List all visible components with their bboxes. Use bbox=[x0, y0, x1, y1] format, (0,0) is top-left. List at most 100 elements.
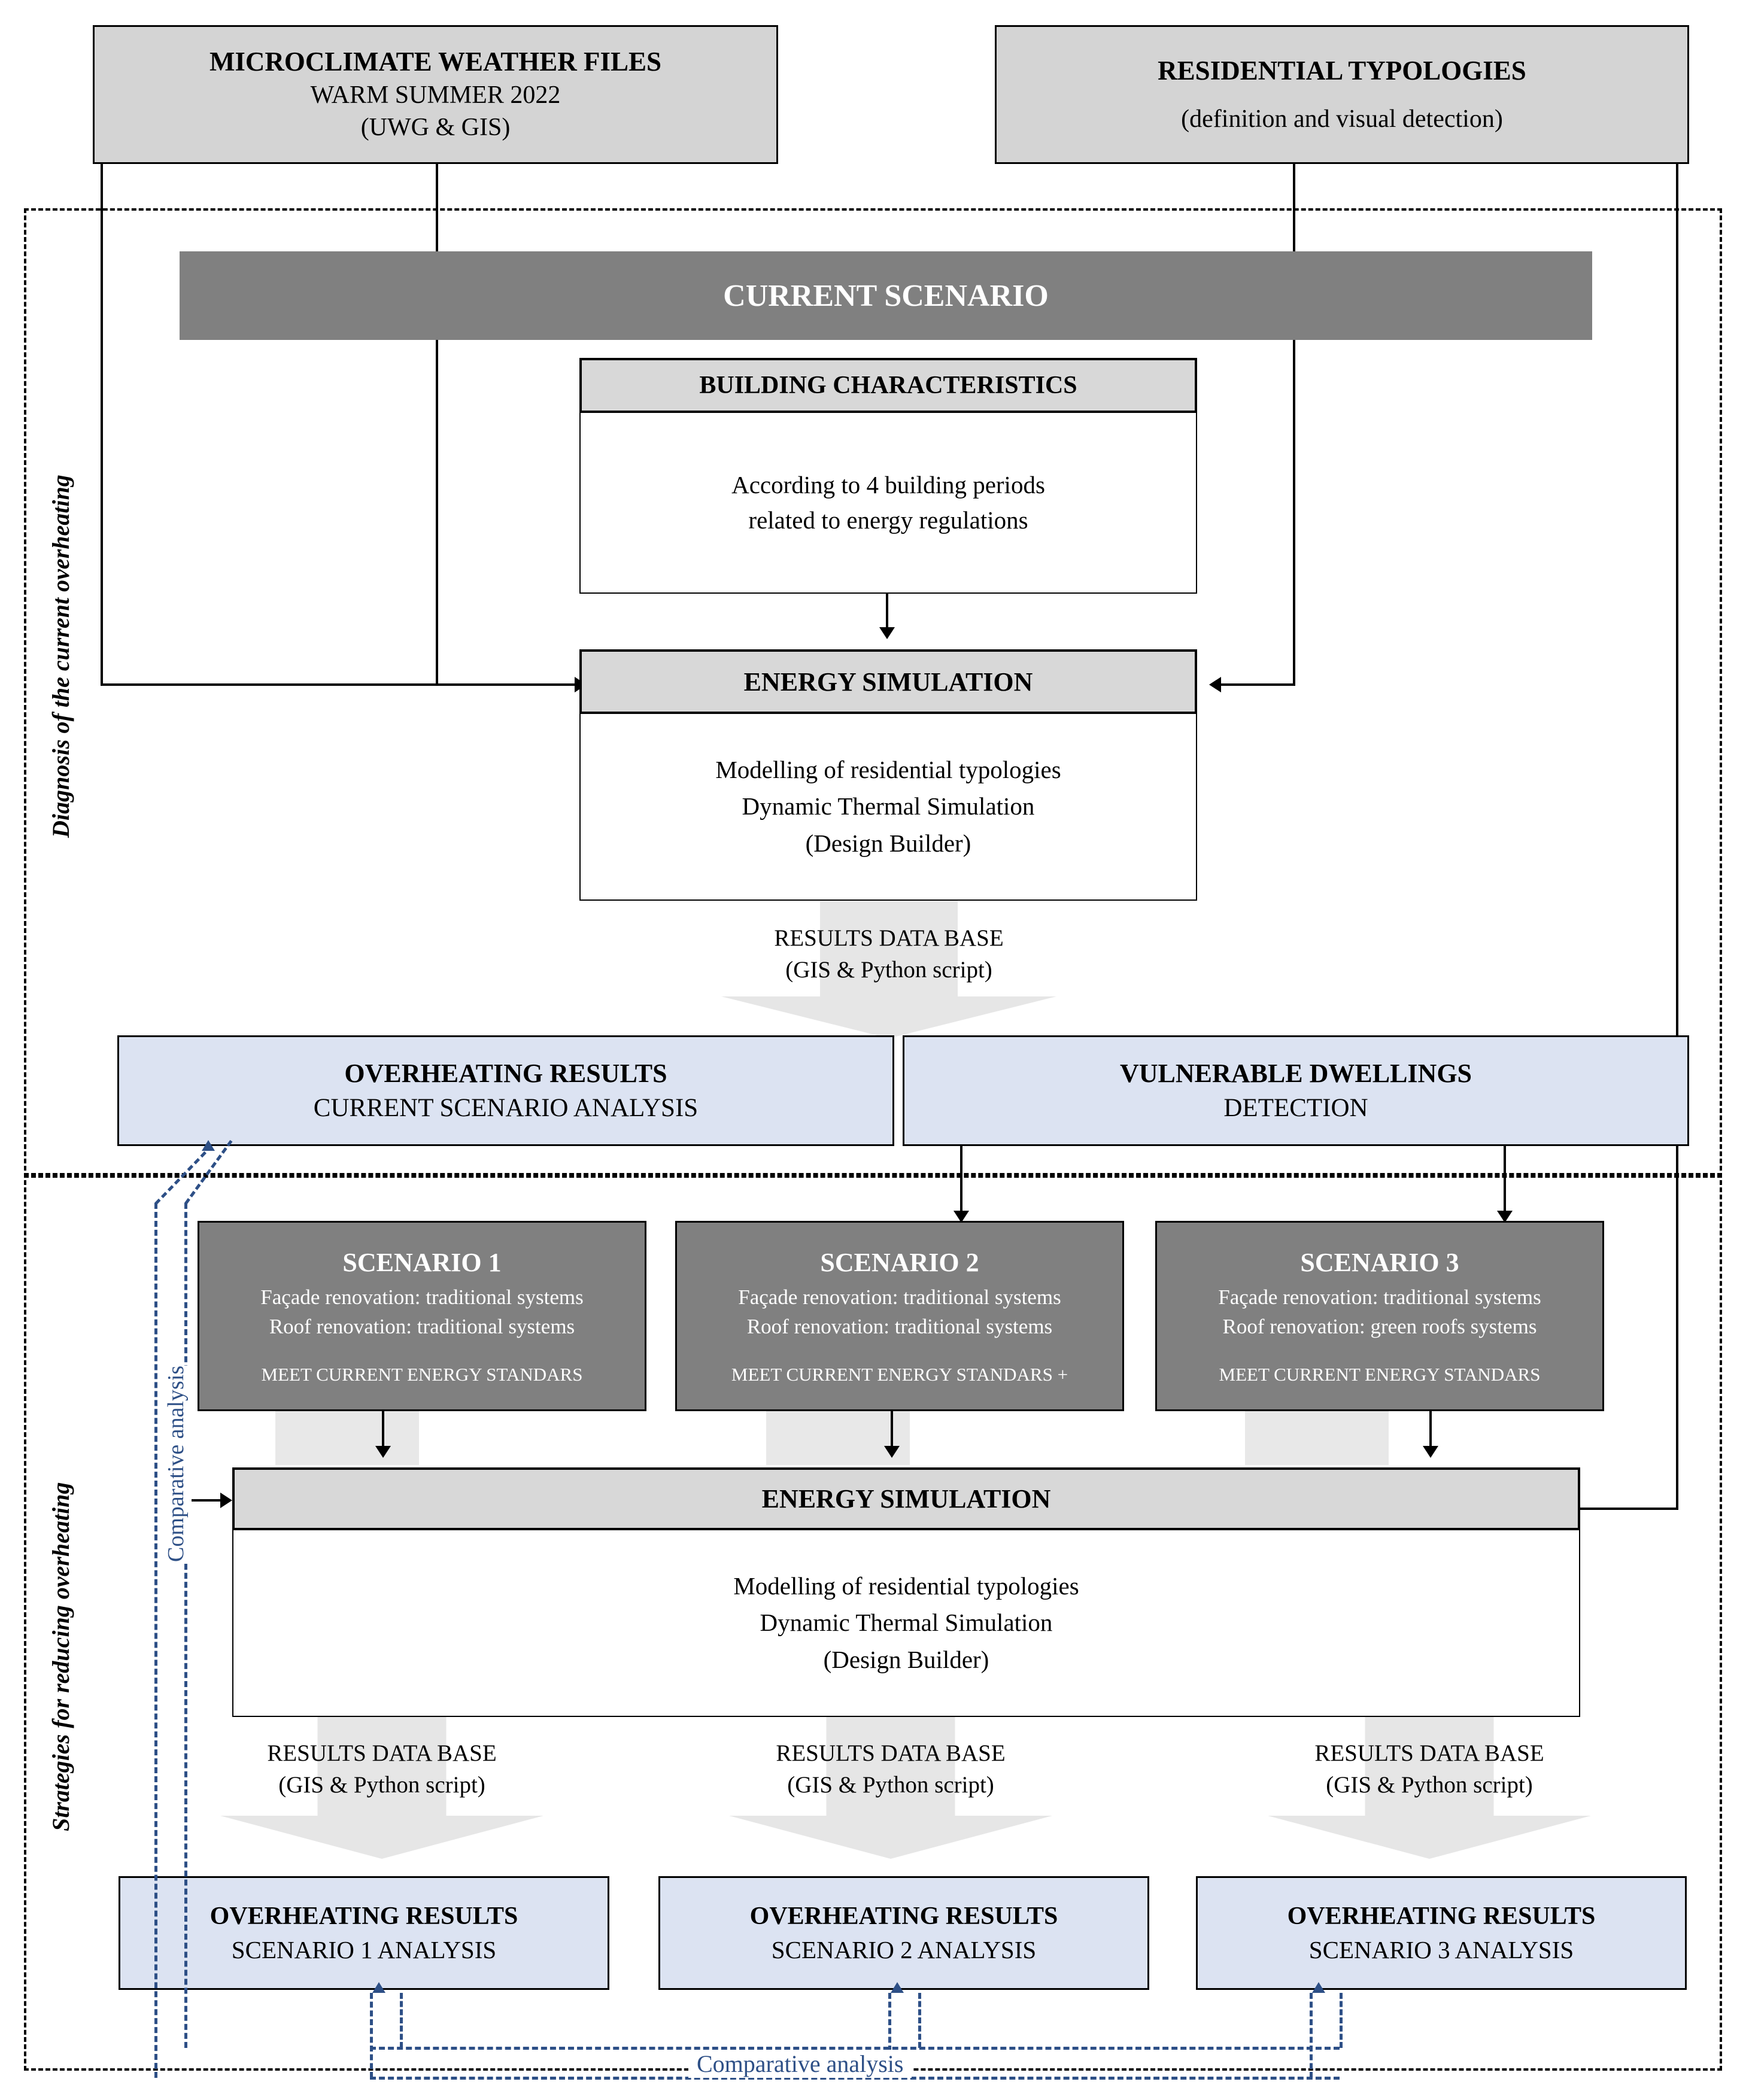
results-db-1-line1: RESULTS DATA BASE bbox=[267, 1740, 497, 1767]
results-db-3-line2: (GIS & Python script) bbox=[1326, 1772, 1533, 1798]
connector-left-rail-to-energysim bbox=[101, 683, 576, 686]
scenario-box-1[interactable]: SCENARIO 1 Façade renovation: traditiona… bbox=[198, 1221, 646, 1411]
energy-sim-top-line3: (Design Builder) bbox=[805, 829, 971, 857]
output-title-scenario-1: OVERHEATING RESULTS bbox=[209, 1902, 518, 1930]
comparative-analysis-vertical-label: Comparative analysis bbox=[160, 1365, 192, 1562]
label-strategies-section: Strategies for reducing overheating bbox=[47, 1482, 74, 1831]
connector-typologies-long-rail-vertical bbox=[1676, 164, 1678, 1508]
scenario-3-line1: Façade renovation: traditional systems bbox=[1218, 1285, 1541, 1309]
section-frame-diagnosis bbox=[24, 208, 1722, 1178]
comparative-riser-scn1-right bbox=[400, 1993, 403, 2048]
results-db-2-line2: (GIS & Python script) bbox=[787, 1772, 994, 1798]
results-db-3-label: RESULTS DATA BASE (GIS & Python script) bbox=[1220, 1731, 1639, 1809]
scenario-1-line2: Roof renovation: traditional systems bbox=[269, 1314, 575, 1338]
output-subtitle-overheating-current: CURRENT SCENARIO ANALYSIS bbox=[313, 1094, 699, 1123]
output-subtitle-vulnerable-dwellings: DETECTION bbox=[1223, 1094, 1368, 1123]
energy-simulation-bottom-header[interactable]: ENERGY SIMULATION bbox=[232, 1467, 1580, 1530]
output-title-scenario-3: OVERHEATING RESULTS bbox=[1287, 1902, 1596, 1930]
current-scenario-bar[interactable]: CURRENT SCENARIO bbox=[180, 251, 1592, 340]
scenario-3-line2: Roof renovation: green roofs systems bbox=[1222, 1314, 1537, 1338]
block-arrow-results-db-3 bbox=[1268, 1717, 1591, 1861]
input-box-microclimate-weather-files[interactable]: MICROCLIMATE WEATHER FILES WARM SUMMER 2… bbox=[93, 25, 778, 164]
comparative-riser-scn2-left bbox=[888, 1993, 891, 2078]
comparative-riser-scn3-left bbox=[1310, 1993, 1313, 2078]
results-db-1-line2: (GIS & Python script) bbox=[278, 1772, 485, 1798]
comparative-riser-scn1-left bbox=[370, 1993, 373, 2078]
block-arrow-results-db-2 bbox=[729, 1717, 1052, 1861]
output-title-overheating-current: OVERHEATING RESULTS bbox=[344, 1058, 667, 1088]
current-scenario-title: CURRENT SCENARIO bbox=[723, 278, 1049, 313]
output-subtitle-scenario-1: SCENARIO 1 ANALYSIS bbox=[231, 1935, 497, 1964]
connector-current-scenario-left-drop bbox=[436, 338, 438, 683]
scenario-2-line2: Roof renovation: traditional systems bbox=[746, 1314, 1053, 1338]
scenario-1-standard: MEET CURRENT ENERGY STANDARS bbox=[261, 1363, 583, 1385]
arrow-scenario3-to-energysim bbox=[1423, 1446, 1438, 1458]
building-characteristics-body: According to 4 building periods related … bbox=[579, 413, 1197, 594]
scenario-box-2[interactable]: SCENARIO 2 Façade renovation: traditiona… bbox=[675, 1221, 1124, 1411]
energy-simulation-top-title: ENERGY SIMULATION bbox=[743, 667, 1033, 697]
output-title-vulnerable-dwellings: VULNERABLE DWELLINGS bbox=[1119, 1058, 1472, 1088]
connector-weather-to-left-rail bbox=[101, 164, 103, 683]
arrow-into-energysim-right bbox=[1209, 677, 1221, 692]
scenario-1-line1: Façade renovation: traditional systems bbox=[260, 1285, 584, 1309]
output-box-overheating-scenario-3[interactable]: OVERHEATING RESULTS SCENARIO 3 ANALYSIS bbox=[1196, 1876, 1687, 1990]
results-db-2-line1: RESULTS DATA BASE bbox=[776, 1740, 1006, 1767]
arrow-scenario2-to-energysim bbox=[884, 1446, 900, 1458]
arrow-buildingchar-to-energysim bbox=[879, 627, 895, 639]
arrow-into-energysim-bottom-left bbox=[220, 1493, 232, 1508]
output-box-overheating-scenario-2[interactable]: OVERHEATING RESULTS SCENARIO 2 ANALYSIS bbox=[658, 1876, 1149, 1990]
results-db-3-line1: RESULTS DATA BASE bbox=[1314, 1740, 1544, 1767]
connector-scenario1-to-energysim bbox=[382, 1411, 384, 1448]
scenario-3-title: SCENARIO 3 bbox=[1300, 1247, 1459, 1277]
building-characteristics-line1: According to 4 building periods bbox=[731, 470, 1045, 499]
connector-typologies-long-rail-horizontal bbox=[1580, 1508, 1678, 1510]
connector-typologies-to-current-scenario bbox=[1293, 164, 1295, 253]
energy-sim-top-line1: Modelling of residential typologies bbox=[715, 755, 1061, 783]
label-diagnosis-section: Diagnosis of the current overheating bbox=[47, 475, 74, 838]
connector-buildingchar-to-energysim bbox=[886, 594, 888, 630]
results-db-top-line1: RESULTS DATA BASE bbox=[774, 925, 1004, 952]
output-box-overheating-scenario-1[interactable]: OVERHEATING RESULTS SCENARIO 1 ANALYSIS bbox=[119, 1876, 609, 1990]
results-db-top-line2: (GIS & Python script) bbox=[785, 957, 992, 983]
input-box-residential-typologies[interactable]: RESIDENTIAL TYPOLOGIES (definition and v… bbox=[995, 25, 1689, 164]
connector-vulnerable-to-scenario3 bbox=[1504, 1146, 1506, 1213]
input-title-microclimate: MICROCLIMATE WEATHER FILES bbox=[209, 47, 662, 77]
comparative-arrow-scn3 bbox=[1312, 1982, 1325, 1993]
scenario-3-standard: MEET CURRENT ENERGY STANDARS bbox=[1219, 1363, 1541, 1385]
energy-sim-bottom-line1: Modelling of residential typologies bbox=[733, 1572, 1079, 1600]
comparative-left-riser-b bbox=[184, 1203, 187, 2048]
scenario-2-line1: Façade renovation: traditional systems bbox=[738, 1285, 1061, 1309]
building-characteristics-header[interactable]: BUILDING CHARACTERISTICS bbox=[579, 358, 1197, 413]
energy-sim-bottom-line2: Dynamic Thermal Simulation bbox=[760, 1609, 1053, 1637]
comparative-arrow-current-scenario bbox=[202, 1140, 215, 1151]
block-arrow-results-db-1 bbox=[220, 1717, 543, 1861]
scenario-box-3[interactable]: SCENARIO 3 Façade renovation: traditiona… bbox=[1155, 1221, 1604, 1411]
energy-simulation-top-header[interactable]: ENERGY SIMULATION bbox=[579, 649, 1197, 714]
energy-simulation-bottom-title: ENERGY SIMULATION bbox=[761, 1484, 1051, 1514]
results-db-1-label: RESULTS DATA BASE (GIS & Python script) bbox=[172, 1731, 591, 1809]
connector-scenario3-to-energysim bbox=[1429, 1411, 1432, 1448]
input-title-typologies: RESIDENTIAL TYPOLOGIES bbox=[1158, 55, 1526, 86]
results-db-2-label: RESULTS DATA BASE (GIS & Python script) bbox=[681, 1731, 1100, 1809]
comparative-riser-scn2-right bbox=[918, 1993, 921, 2048]
energy-simulation-top-body: Modelling of residential typologies Dyna… bbox=[579, 714, 1197, 901]
building-characteristics-line2: related to energy regulations bbox=[748, 506, 1028, 534]
connector-current-scenario-right-drop bbox=[1293, 338, 1295, 683]
output-subtitle-scenario-2: SCENARIO 2 ANALYSIS bbox=[771, 1935, 1037, 1964]
output-title-scenario-2: OVERHEATING RESULTS bbox=[749, 1902, 1058, 1930]
block-arrow-results-db-top bbox=[721, 901, 1056, 1038]
scenario-1-title: SCENARIO 1 bbox=[342, 1247, 502, 1277]
comparative-arrow-scn2 bbox=[891, 1982, 904, 1993]
arrow-vulnerable-to-scenario3 bbox=[1497, 1211, 1513, 1223]
output-box-vulnerable-dwellings[interactable]: VULNERABLE DWELLINGS DETECTION bbox=[903, 1035, 1689, 1146]
results-db-top-label: RESULTS DATA BASE (GIS & Python script) bbox=[661, 916, 1116, 993]
comparative-riser-scn3-right bbox=[1340, 1993, 1343, 2048]
energy-sim-top-line2: Dynamic Thermal Simulation bbox=[742, 792, 1035, 820]
arrow-vulnerable-to-scenario2 bbox=[954, 1211, 969, 1223]
input-line3-microclimate: (UWG & GIS) bbox=[360, 114, 511, 142]
connector-vulnerable-to-scenario2 bbox=[960, 1146, 962, 1213]
input-line2-microclimate: WARM SUMMER 2022 bbox=[310, 81, 561, 109]
output-box-overheating-results-current[interactable]: OVERHEATING RESULTS CURRENT SCENARIO ANA… bbox=[117, 1035, 894, 1146]
comparative-rail-upper bbox=[370, 2047, 1340, 2050]
